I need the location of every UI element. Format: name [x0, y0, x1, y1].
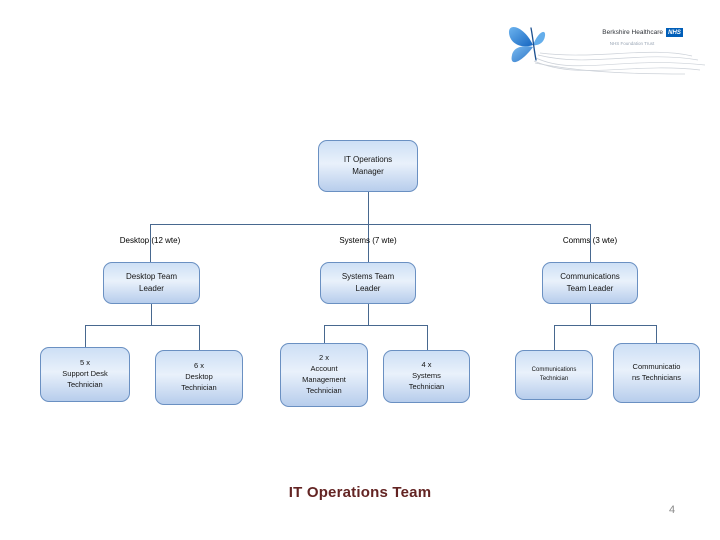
org-box-it-operations-manager: IT Operations Manager: [318, 140, 418, 192]
org-name: Berkshire Healthcare: [602, 29, 663, 36]
connector-staff1-drop: [85, 325, 86, 347]
connector-group3-bar: [554, 325, 656, 326]
connector-leader3-drop: [590, 304, 591, 325]
connector-leader2-drop: [368, 304, 369, 325]
org-box-systems-technician: 4 x Systems Technician: [383, 350, 470, 403]
connector-group2-bar: [324, 325, 427, 326]
connector-leader1-drop: [151, 304, 152, 325]
connector-level1-bar: [150, 224, 590, 225]
connector-staff5-drop: [554, 325, 555, 350]
branch-label-systems: Systems (7 wte): [339, 236, 397, 245]
connector-staff6-drop: [656, 325, 657, 343]
org-tagline: NHS Foundation Trust: [609, 41, 655, 46]
org-box-desktop-technician: 6 x Desktop Technician: [155, 350, 243, 405]
org-box-systems-team-leader: Systems Team Leader: [320, 262, 416, 304]
org-box-desktop-team-leader: Desktop Team Leader: [103, 262, 200, 304]
org-box-support-desk-technician: 5 x Support Desk Technician: [40, 347, 130, 402]
org-box-account-management-technician: 2 x Account Management Technician: [280, 343, 368, 407]
org-box-communications-technicians: Communicatio ns Technicians: [613, 343, 700, 403]
connector-staff2-drop: [199, 325, 200, 350]
branch-label-comms: Comms (3 wte): [562, 236, 618, 245]
connector-group1-bar: [85, 325, 199, 326]
connector-branch2-drop: [368, 224, 369, 262]
slide-title: IT Operations Team: [288, 484, 432, 501]
connector-staff4-drop: [427, 325, 428, 350]
connector-branch3-drop: [590, 224, 591, 262]
nhs-logo: NHS: [666, 28, 683, 37]
branch-label-desktop: Desktop (12 wte): [119, 236, 181, 245]
connector-manager-drop: [368, 192, 369, 224]
butterfly-icon: [508, 26, 546, 63]
page-number: 4: [668, 504, 676, 516]
connector-branch1-drop: [150, 224, 151, 262]
org-box-communications-technician: Communications Technician: [515, 350, 593, 400]
org-box-communications-team-leader: Communications Team Leader: [542, 262, 638, 304]
connector-staff3-drop: [324, 325, 325, 343]
butterfly-logo-art: [508, 26, 706, 75]
